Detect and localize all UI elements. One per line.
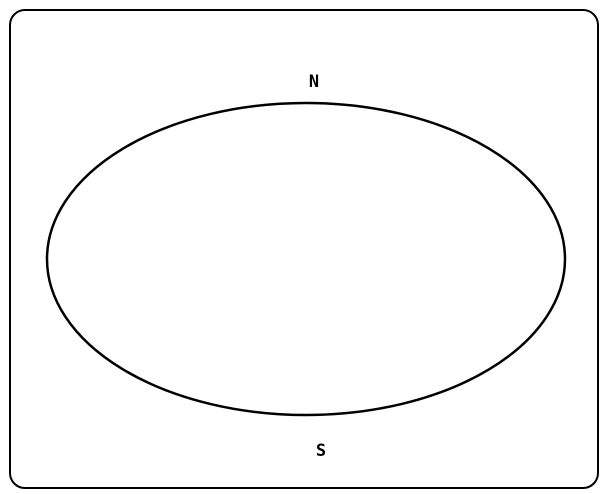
- south-label: S: [316, 441, 326, 461]
- north-label: N: [309, 72, 319, 92]
- ellipse-outline: [45, 101, 567, 417]
- diagram-frame: [9, 9, 599, 489]
